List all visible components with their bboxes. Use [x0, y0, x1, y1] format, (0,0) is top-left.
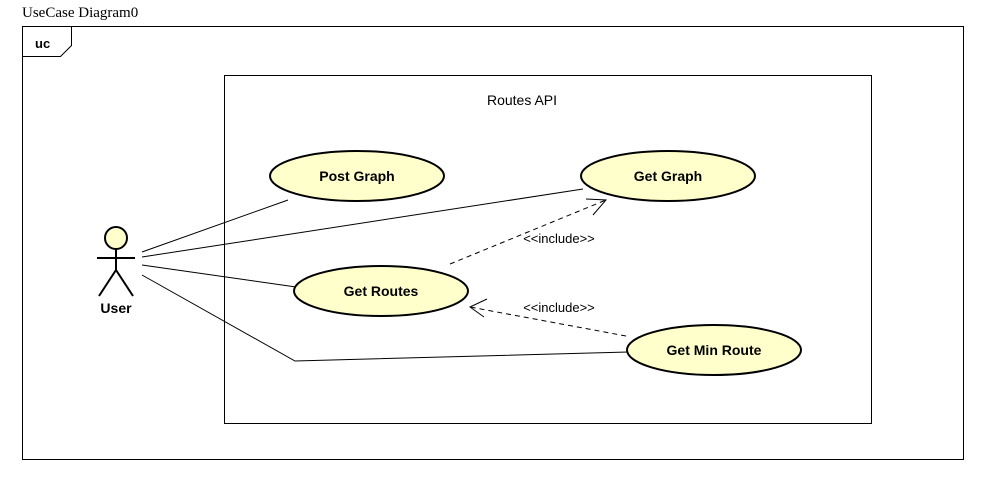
usecase-get-graph[interactable]: Get Graph — [580, 150, 756, 202]
usecase-post-graph-shape — [269, 150, 445, 202]
association-user-get-graph[interactable] — [141, 188, 584, 258]
actor-left-leg — [98, 269, 117, 297]
usecase-get-routes-label: Get Routes — [344, 283, 419, 299]
usecase-get-routes[interactable]: Get Routes — [293, 265, 469, 317]
actor-right-leg — [115, 269, 134, 297]
actor-head-icon — [104, 226, 128, 250]
include-get-routes-get-graph[interactable] — [449, 199, 607, 265]
usecase-get-min-route[interactable]: Get Min Route — [626, 324, 802, 376]
frame-tag-box — [22, 26, 72, 57]
usecase-post-graph[interactable]: Post Graph — [269, 150, 445, 202]
system-boundary[interactable] — [224, 75, 872, 424]
diagram-title: UseCase Diagram0 — [22, 5, 138, 21]
actor-user[interactable]: User — [97, 226, 135, 316]
usecase-get-min-route-label: Get Min Route — [667, 342, 762, 358]
include-arrowhead-1 — [585, 198, 608, 216]
include-label-2: <<include>> — [523, 300, 595, 315]
usecase-get-graph-shape — [580, 150, 756, 202]
system-boundary-title: Routes API — [487, 92, 557, 108]
usecase-post-graph-label: Post Graph — [319, 168, 394, 184]
association-user-get-min-route[interactable] — [141, 274, 629, 362]
frame-tag: uc — [35, 36, 50, 51]
usecase-get-min-route-shape — [626, 324, 802, 376]
include-label-1: <<include>> — [523, 231, 595, 246]
association-user-post-graph[interactable] — [141, 199, 289, 253]
association-user-get-routes[interactable] — [141, 264, 297, 288]
usecase-get-routes-shape — [293, 265, 469, 317]
diagram-frame — [22, 26, 964, 460]
usecase-get-graph-label: Get Graph — [634, 168, 702, 184]
include-arrowhead-2 — [469, 298, 488, 318]
actor-label: User — [100, 300, 132, 316]
